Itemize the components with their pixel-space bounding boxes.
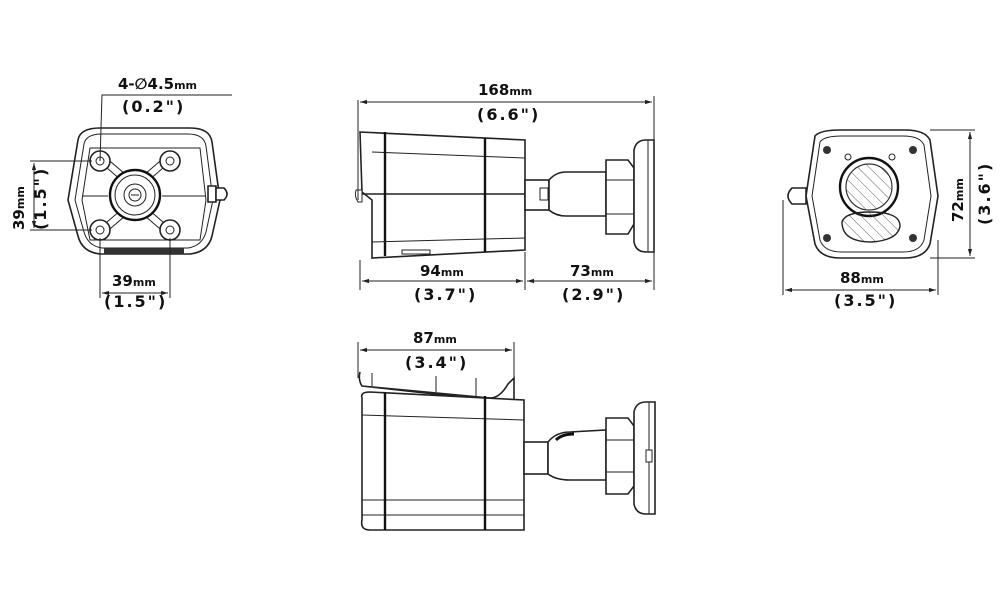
lens-width-inch: (3.5")	[834, 291, 897, 310]
hole-diameter-inch: (0.2")	[122, 97, 185, 116]
lens-width-label: 88mm	[840, 269, 884, 287]
body-length-inch: (3.7")	[414, 285, 477, 304]
mount-length-label: 73mm	[570, 262, 614, 280]
lens-height-inch: (3.6")	[975, 162, 994, 225]
front-view	[30, 94, 232, 298]
side-view	[354, 96, 655, 290]
lens-view	[782, 129, 975, 295]
total-length-inch: (6.6")	[477, 105, 540, 124]
front-height-inch: (1.5")	[31, 167, 50, 230]
front-width-inch: (1.5")	[104, 292, 167, 311]
mounting-hole-icon	[159, 219, 181, 241]
body-length-label: 94mm	[420, 262, 464, 280]
lens-height-label: 72mm	[949, 178, 967, 222]
lens-icon	[838, 156, 900, 218]
hole-diameter-label: 4-∅4.5mm	[118, 75, 197, 93]
mounting-hole-icon	[159, 150, 181, 172]
mount-length-inch: (2.9")	[562, 285, 625, 304]
antenna-length-label: 87mm	[413, 329, 457, 347]
antenna-length-inch: (3.4")	[405, 353, 468, 372]
front-width-label: 39mm	[112, 272, 156, 290]
front-housing-outline	[67, 127, 221, 255]
top-view	[357, 342, 656, 531]
mounting-hole-icon	[89, 219, 111, 241]
mount-base-plate	[633, 139, 655, 253]
front-height-label: 39mm	[10, 186, 28, 230]
ir-window-icon	[841, 211, 901, 243]
top-body-outline	[360, 391, 525, 531]
total-length-label: 168mm	[478, 81, 532, 99]
